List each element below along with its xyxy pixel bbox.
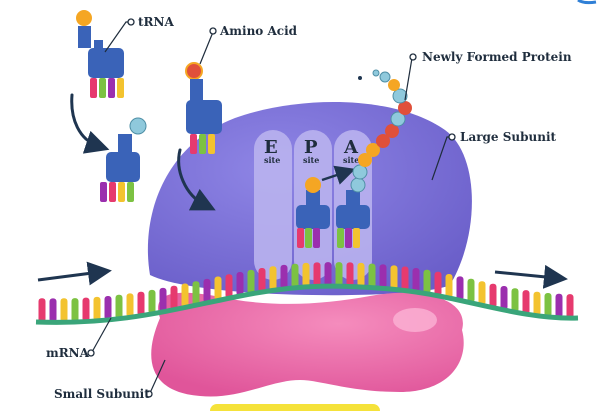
mrna-base <box>346 262 354 287</box>
mrna-base <box>269 266 277 291</box>
mrna-base <box>225 274 233 299</box>
mrna-base <box>82 297 90 322</box>
label-small-subunit-text: Small Subunit <box>54 387 150 401</box>
mrna-base <box>126 293 134 318</box>
mrna-base <box>335 262 343 287</box>
mrna-base <box>280 264 288 289</box>
label-trna-text: tRNA <box>138 15 174 29</box>
mrna-base <box>401 266 409 291</box>
mrna-base <box>412 268 420 292</box>
mrna-base <box>445 274 453 298</box>
protein-chain <box>350 69 412 193</box>
label-newly-formed-protein: Newly Formed Protein <box>404 50 572 101</box>
a-site-word: site <box>343 155 359 165</box>
mrna-base <box>115 294 123 319</box>
mrna-base <box>71 298 79 323</box>
mrna-base <box>544 293 552 317</box>
mrna-base <box>489 283 497 308</box>
mrna-base <box>500 286 508 310</box>
mrna-base <box>104 296 112 320</box>
mrna-base <box>555 293 563 318</box>
e-site-word: site <box>264 155 280 165</box>
mrna-base <box>214 276 222 301</box>
mrna-base <box>313 262 321 287</box>
mrna-base <box>60 298 68 323</box>
mrna-arrow-right <box>494 264 568 289</box>
p-site-letter: P <box>304 137 318 158</box>
mrna-base <box>203 278 211 303</box>
mrna-base <box>357 262 365 287</box>
mrna-base <box>302 262 310 287</box>
a-site-letter: A <box>343 137 359 158</box>
trna-flow-arrow-2 <box>177 148 216 211</box>
label-amino-acid-text: Amino Acid <box>219 24 298 38</box>
label-large-subunit: Large Subunit <box>431 130 557 181</box>
mrna-base <box>379 264 387 289</box>
label-trna: tRNA <box>104 15 174 53</box>
p-site-amino-acid <box>305 177 321 193</box>
mrna-base <box>93 296 101 321</box>
mrna-base <box>511 288 519 313</box>
mrna-base <box>390 265 398 290</box>
mrna-base <box>49 298 57 323</box>
e-site-column <box>254 130 292 280</box>
mrna-base <box>456 276 464 301</box>
e-site-letter: E <box>264 137 278 158</box>
mrna-base <box>566 294 574 319</box>
label-amino-acid: Amino Acid <box>199 24 298 65</box>
mrna-bases <box>38 262 574 323</box>
mrna-base <box>368 263 376 288</box>
mrna-base <box>324 262 332 287</box>
label-mrna-text: mRNA <box>46 346 90 360</box>
corner-decoration <box>577 0 597 5</box>
mrna-base <box>159 287 167 312</box>
mrna-base <box>38 298 46 323</box>
free-trna-2 <box>100 117 147 202</box>
trna-a-site <box>336 190 370 248</box>
label-large-subunit-text: Large Subunit <box>460 130 557 144</box>
mrna-base <box>137 291 145 316</box>
mrna-base <box>236 272 244 296</box>
small-subunit-highlight <box>393 308 437 332</box>
incoming-trna <box>185 62 222 154</box>
trna-flow-arrow-1 <box>70 93 110 154</box>
p-site-word: site <box>303 155 319 165</box>
mrna-base <box>181 283 189 308</box>
mrna-base <box>522 290 530 315</box>
mrna-backbone <box>35 283 579 325</box>
peptide-transfer-arrow <box>321 165 356 185</box>
mrna-base <box>478 281 486 306</box>
mrna-base <box>148 289 156 314</box>
mrna-strand <box>35 262 579 325</box>
mrna-base <box>170 285 178 310</box>
label-small-subunit: Small Subunit <box>54 359 166 401</box>
mrna-base <box>291 263 299 288</box>
small-subunit <box>151 292 464 397</box>
mrna-base <box>467 278 475 303</box>
mrna-arrow-left <box>37 261 112 286</box>
label-newly-formed-protein-text: Newly Formed Protein <box>422 50 572 64</box>
mrna-base <box>423 269 431 294</box>
free-trna-1 <box>76 10 124 98</box>
mrna-base <box>247 269 255 294</box>
mrna-base <box>192 281 200 306</box>
mrna-base <box>258 268 266 292</box>
mrna-base <box>533 291 541 316</box>
trna-p-site <box>296 177 330 248</box>
label-mrna: mRNA <box>46 317 112 360</box>
mrna-base <box>434 271 442 296</box>
bottom-yellow-shape <box>210 404 380 411</box>
